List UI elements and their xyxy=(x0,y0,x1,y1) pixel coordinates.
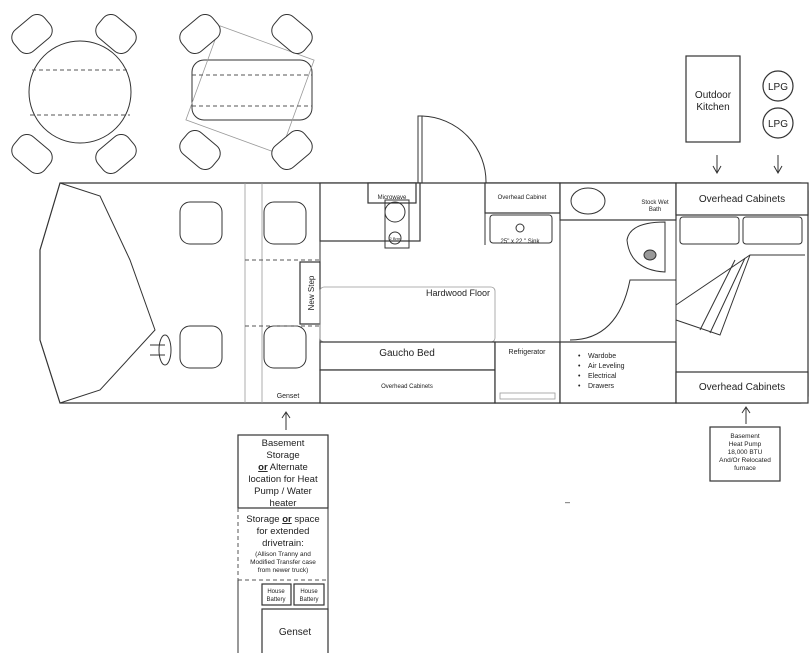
svg-text:Electrical: Electrical xyxy=(588,373,617,380)
microwave xyxy=(367,182,417,204)
svg-text:Battery: Battery xyxy=(266,597,285,603)
svg-text:Overhead Cabinets: Overhead Cabinets xyxy=(699,194,785,205)
house-battery xyxy=(261,583,292,606)
svg-text:Refrigerator: Refrigerator xyxy=(509,349,547,356)
svg-text:(Allison Tranny and: (Allison Tranny and xyxy=(255,551,311,558)
wet-bath-counter xyxy=(559,182,677,221)
outdoor-kitchen xyxy=(685,55,741,143)
svg-text:House: House xyxy=(300,589,318,595)
overhead-cabinets-bottom xyxy=(319,369,496,404)
svg-text:Hardwood Floor: Hardwood Floor xyxy=(426,288,490,298)
svg-text:Stock Wet: Stock Wet xyxy=(641,200,669,206)
svg-text:Heat Pump: Heat Pump xyxy=(729,441,762,448)
svg-text:Basement: Basement xyxy=(730,433,759,440)
overhead-cabinet-kitchen xyxy=(484,182,561,214)
feature-list: • Wardobe • Air Leveling • Electrical • Draw… xyxy=(578,353,625,390)
svg-text:And/Or Relocated: And/Or Relocated xyxy=(719,457,771,464)
svg-text:Microwave: Microwave xyxy=(378,195,407,201)
burner-icon xyxy=(388,231,402,245)
arrow-up-icon xyxy=(741,406,751,424)
svg-text:from newer truck): from newer truck) xyxy=(258,567,309,574)
overhead-cabinets-top xyxy=(675,182,809,216)
round-table-dinette xyxy=(11,14,137,174)
svg-text:House: House xyxy=(267,589,285,595)
basement-heat-pump xyxy=(709,426,781,482)
lpg-tank xyxy=(762,70,794,102)
svg-text:Modified Transfer case: Modified Transfer case xyxy=(250,559,316,566)
svg-text:location for Heat: location for Heat xyxy=(248,474,318,485)
svg-text:drivetrain:: drivetrain: xyxy=(262,538,304,549)
sink xyxy=(489,214,553,244)
svg-text:•: • xyxy=(578,383,581,390)
svg-text:18,000 BTU: 18,000 BTU xyxy=(728,449,763,456)
svg-text:25" x 22 " Sink: 25" x 22 " Sink xyxy=(501,239,541,245)
svg-text:Air Leveling: Air Leveling xyxy=(588,363,625,370)
svg-text:Genset: Genset xyxy=(277,393,300,400)
gaucho-bed xyxy=(319,341,496,371)
svg-text:Overhead Cabinets: Overhead Cabinets xyxy=(699,382,785,393)
svg-text:•: • xyxy=(578,353,581,360)
svg-text:New Step: New Step xyxy=(307,275,316,310)
svg-text:Genset: Genset xyxy=(279,627,311,638)
overhead-cabinets-bottom-right xyxy=(675,371,809,404)
svg-text:Kitchen: Kitchen xyxy=(696,102,729,113)
svg-text:for extended: for extended xyxy=(257,526,310,537)
svg-text:Storage or space: Storage or space xyxy=(246,514,319,525)
svg-text:Storage: Storage xyxy=(266,450,299,461)
svg-text:•: • xyxy=(578,373,581,380)
lpg-tank xyxy=(762,107,794,139)
svg-text:Outdoor: Outdoor xyxy=(695,90,732,101)
cab-seating xyxy=(179,201,307,369)
svg-text:Bath: Bath xyxy=(649,207,661,213)
arrow-down-icon xyxy=(712,155,722,175)
rect-table-dinette xyxy=(179,14,315,170)
lavatory-sink xyxy=(570,187,606,215)
svg-text:•: • xyxy=(578,363,581,370)
svg-text:Wardobe: Wardobe xyxy=(588,353,616,360)
svg-text:Basement: Basement xyxy=(262,438,305,449)
svg-text:Overhead Cabinet: Overhead Cabinet xyxy=(498,195,547,201)
svg-text:–: – xyxy=(565,497,570,507)
svg-text:Overhead Cabinets: Overhead Cabinets xyxy=(381,384,433,390)
svg-text:LPG: LPG xyxy=(768,119,788,130)
svg-text:2 Brnr: 2 Brnr xyxy=(390,236,402,241)
svg-text:furnace: furnace xyxy=(734,465,756,472)
svg-text:heater: heater xyxy=(270,498,297,509)
svg-text:Gaucho Bed: Gaucho Bed xyxy=(379,348,435,359)
svg-text:or Alternate: or Alternate xyxy=(258,462,308,473)
basement-storage xyxy=(237,434,329,509)
arrow-up-icon xyxy=(281,411,291,430)
genset xyxy=(261,608,329,653)
toilet-icon xyxy=(626,221,666,273)
svg-text:Drawers: Drawers xyxy=(588,383,615,390)
svg-text:Pump / Water: Pump / Water xyxy=(254,486,312,497)
svg-text:LPG: LPG xyxy=(768,82,788,93)
arrow-down-icon xyxy=(773,155,783,175)
svg-text:Battery: Battery xyxy=(299,597,318,603)
house-battery xyxy=(293,583,325,606)
drivetrain-storage: Storage or space for extended drivetrain… xyxy=(246,514,319,574)
entry-door xyxy=(417,115,423,183)
